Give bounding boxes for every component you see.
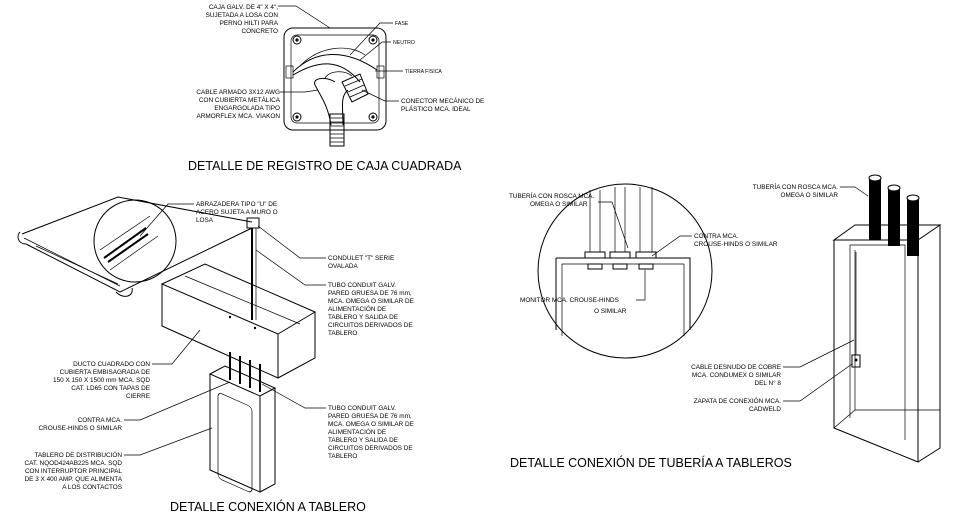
ground-label: TIERRA FISICA — [405, 69, 442, 75]
conduit-top-l2: PARED GRUESA DE 76 mm, — [328, 290, 412, 297]
wire-connector-icon — [341, 73, 369, 103]
vertical-conduit-drawing — [229, 217, 261, 392]
board-label-l1: TABLERO DE DISTRIBUCIÓN — [34, 450, 122, 459]
condulet-label-l2: OVALADA — [328, 263, 358, 270]
conduit-bottom-leader-line — [261, 383, 326, 409]
locknut-r-leader-line — [651, 235, 692, 257]
panel-connection-title: DETALLE CONEXIÓN A TABLERO — [170, 499, 366, 514]
board-leader-line — [124, 427, 213, 456]
conduit-bottom-l2: PARED GRUESA DE 76 mm, — [328, 413, 412, 420]
ground-shoe-icon — [851, 252, 861, 368]
distribution-board-drawing — [208, 365, 277, 493]
threaded-pipe-r-l1: TUBERÍA CON ROSCA MCA. — [753, 182, 838, 191]
box-label-l1: CAJA GALV. DE 4" X 4", — [209, 4, 278, 11]
pipe-connection-detail: TUBERÍA CON ROSCA MCA. OMEGA O SIMILAR C… — [509, 174, 942, 470]
conduit-top-l5: TABLERO Y SALIDA DE — [328, 314, 398, 321]
conduit-bottom-l6: CIRCUITOS DERIVADOS DE — [328, 445, 413, 452]
bare-cable-l2: MCA. CONDUMEX O SIMILAR — [692, 372, 782, 379]
clamp-label-l3: LOSA — [196, 217, 214, 224]
threaded-pipe-leader-line — [598, 201, 629, 249]
wall-clamp-drawing — [17, 196, 253, 297]
armored-cable-icon — [329, 113, 345, 147]
threaded-pipe-l1: TUBERÍA CON ROSCA MCA. — [509, 191, 594, 200]
locknut-r-l1: CONTRA MCA. — [694, 233, 739, 240]
connector-label-l2: PLÁSTICO MCA. IDEAL — [401, 104, 471, 113]
cable-leader-line — [280, 89, 319, 93]
bare-cable-l1: CABLE DESNUDO DE COBRE — [691, 364, 781, 371]
duct-label-l5: CIERRE — [126, 393, 150, 400]
board-label-l3: CON INTERRUPTOR PRINCIPAL — [25, 468, 122, 475]
vertical-pipes-icon — [868, 174, 920, 256]
duct-label-l2: CUBIERTA EMBISAGRADA DE — [60, 369, 150, 376]
connector-label-l1: CONECTOR MECÁNICO DE — [401, 96, 484, 105]
condulet-label-l1: CONDULET "T" SERIE — [328, 255, 394, 262]
shoe-leader-line — [783, 363, 853, 402]
square-box-detail: CAJA GALV. DE 4" X 4", SUJETADA A LOSA C… — [188, 4, 484, 173]
board-label-l5: A LOS CONTACTOS — [62, 484, 122, 491]
conduit-bottom-l1: TUBO CONDUIT GALV. — [328, 405, 396, 412]
locknut-r-l2: CROUSE-HINDS O SIMILAR — [694, 241, 778, 248]
cable-label-l2: CON CUBIERTA METÁLICA — [199, 95, 281, 104]
clamp-zoom-circle — [93, 199, 177, 283]
junction-box-drawing — [283, 27, 387, 147]
conduit-top-l1: TUBO CONDUIT GALV. — [328, 282, 396, 289]
duct-leader-line — [152, 329, 201, 365]
square-box-title: DETALLE DE REGISTRO DE CAJA CUADRADA — [188, 159, 462, 173]
board-label-l4: DE 3 X 400 AMP. QUE ALIMENTA — [25, 476, 123, 483]
board-label-l2: CAT. NQOD424AB225 MCA. SQD — [24, 460, 122, 467]
threaded-pipe-l2: OMEGA O SIMILAR — [530, 201, 588, 208]
conduit-bottom-l5: TABLERO Y SALIDA DE — [328, 437, 398, 444]
duct-label-l4: CAT. LD65 CON TAPAS DE — [71, 385, 150, 392]
shoe-l1: ZAPATA DE CONEXIÓN MCA. — [694, 396, 782, 405]
neutral-label: NEUTRO — [393, 40, 415, 46]
duct-label-l1: DUCTO CUADRADO CON — [73, 361, 150, 368]
cable-label-l3: ENGARGOLADA TIPO — [214, 105, 280, 112]
conduit-bottom-l7: TABLERO — [328, 453, 357, 460]
monitor-l2: O SIMILAR — [594, 308, 627, 315]
clamp-leader-line — [139, 203, 194, 237]
box-label-l4: CONCRETO — [242, 28, 278, 35]
threaded-pipe-r-leader-line — [840, 186, 869, 197]
threaded-pipe-r-l2: OMEGA O SIMILAR — [780, 192, 838, 199]
connector-leader-line — [361, 89, 399, 102]
clamp-label-l1: ABRAZADERA TIPO "U" DE — [196, 201, 277, 208]
locknut-leader-line — [124, 381, 231, 421]
duct-label-l3: 150 X 150 X 1500 mm MCA. SQD — [53, 377, 150, 384]
shoe-l2: CADWELD — [749, 406, 781, 413]
phase-label: FASE — [395, 21, 409, 27]
conduit-top-l6: CIRCUITOS DERIVADOS DE — [328, 322, 413, 329]
locknut-label-l1: CONTRA MCA. — [78, 417, 123, 424]
panel-connection-detail: ABRAZADERA TIPO "U" DE ACERO SUJETA A MU… — [17, 196, 414, 514]
locknut-label-l2: CROUSE-HINDS O SIMILAR — [39, 425, 123, 432]
cable-label-l1: CABLE ARMADO 3X12 AWG — [196, 89, 280, 96]
phase-leader-line — [349, 22, 393, 56]
conduit-bottom-l3: MCA. OMEGA O SIMILAR DE — [328, 421, 414, 428]
conduit-top-l3: MCA. OMEGA O SIMILAR DE — [328, 298, 414, 305]
neutral-leader-line — [359, 41, 391, 61]
bare-cable-l3: DEL N° 8 — [755, 379, 782, 387]
pipe-connection-title: DETALLE CONEXIÓN DE TUBERÍA A TABLEROS — [510, 455, 792, 470]
conduit-top-l4: ALIMENTACIÓN DE — [328, 304, 386, 313]
box-label-l3: PERNO HILTI PARA — [220, 20, 279, 27]
pipe-zoom-circle-drawing — [537, 183, 713, 359]
box-label-l2: SUJETADA A LOSA CON — [206, 12, 279, 19]
monitor-leader-line — [636, 270, 646, 301]
conduit-bottom-l4: ALIMENTACIÓN DE — [328, 427, 386, 436]
monitor-l1: MONITOR MCA. CROUSE-HINDS — [520, 297, 619, 304]
panel-cabinet-drawing — [832, 174, 942, 463]
condulet-leader-line — [257, 225, 326, 259]
bare-cable-leader-line — [783, 339, 855, 368]
conduit-top-l7: TABLERO — [328, 330, 357, 337]
conduit-top-leader-line — [255, 249, 326, 286]
cable-label-l4: ARMORFLEX MCA. VIAKON — [197, 113, 281, 120]
square-duct-drawing — [160, 263, 317, 379]
clamp-label-l2: ACERO SUJETA A MURO O — [196, 209, 278, 216]
box-leader-line — [278, 5, 331, 29]
